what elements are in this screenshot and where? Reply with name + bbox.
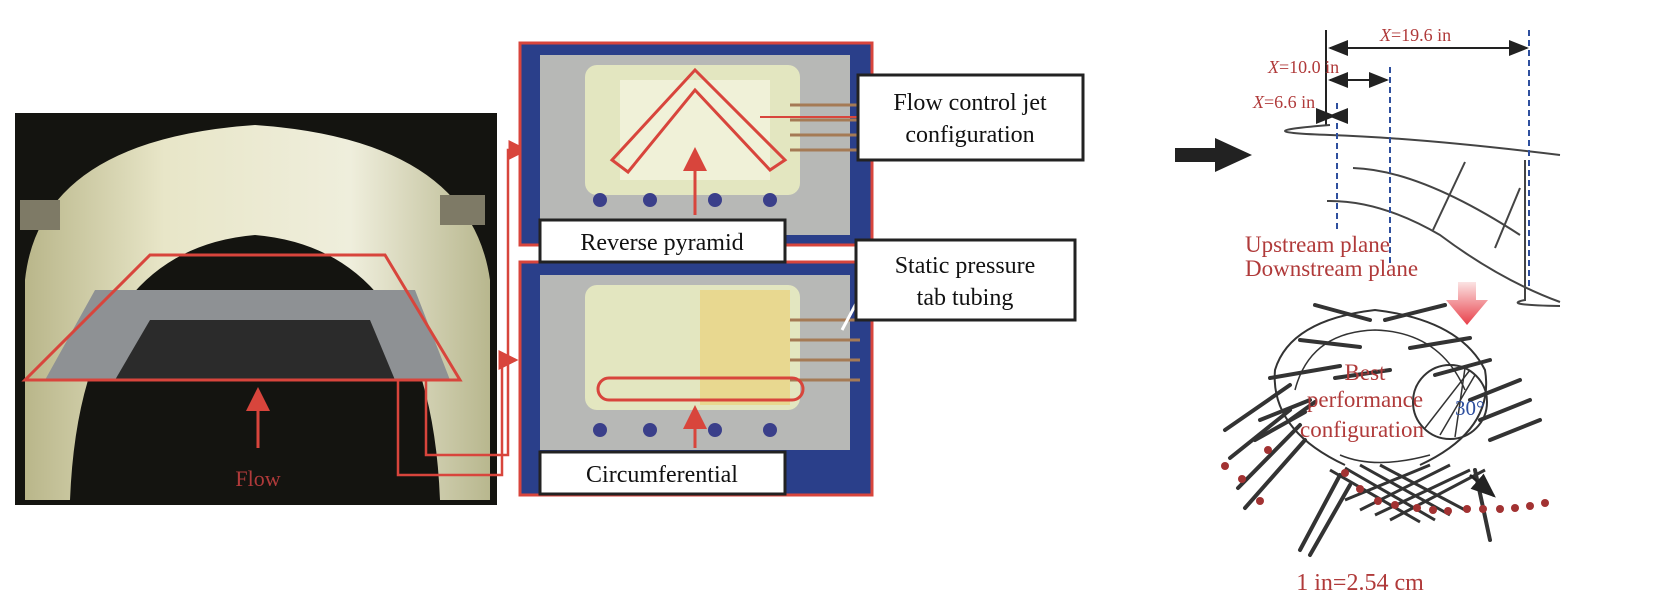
static-pressure-callout: Static pressure tab tubing — [854, 238, 1077, 322]
inlet-duct-photo — [15, 113, 497, 505]
best-label-line2: performance — [1307, 387, 1423, 412]
upstream-plane-label: Upstream plane — [1245, 232, 1390, 257]
best-config-pointer — [1469, 473, 1496, 498]
section-view-arrow — [1446, 282, 1488, 325]
inlet-outline — [21, 253, 463, 382]
pyramid-jet-outline — [609, 67, 788, 175]
angle-detail-circle — [1412, 364, 1488, 440]
jet-location-dots — [1221, 446, 1549, 515]
downstream-plane-label: Downstream plane — [1245, 256, 1418, 281]
dim-far-label: X=19.6 in — [1379, 25, 1451, 45]
dimension-arrows — [1316, 40, 1529, 124]
svg-text:Reverse pyramid: Reverse pyramid — [580, 230, 743, 256]
svg-text:Flow control jet: Flow control jet — [893, 90, 1047, 116]
scale-label: 1 in=2.54 cm — [1296, 570, 1424, 596]
flow-label: Flow — [235, 466, 280, 491]
circumferential-label-box: Circumferential — [538, 450, 787, 496]
measurement-planes — [1336, 30, 1530, 290]
dim-near-label: X=6.6 in — [1252, 92, 1315, 112]
best-label-line1: Best — [1345, 360, 1387, 385]
best-label-line3: configuration — [1300, 417, 1424, 442]
flow-control-jet-callout: Flow control jet configuration — [856, 73, 1085, 162]
circumferential-jet-outline — [596, 376, 805, 402]
svg-text:tab tubing: tab tubing — [917, 285, 1014, 311]
dim-mid-label: X=10.0 in — [1267, 57, 1339, 77]
reverse-pyramid-label-box: Reverse pyramid — [538, 218, 787, 264]
flow-direction-arrow — [1175, 138, 1252, 172]
connector-to-circumferential — [396, 350, 519, 477]
duct-cross-section — [1223, 303, 1542, 557]
svg-text:Static pressure: Static pressure — [895, 253, 1036, 279]
angle-label: 30° — [1455, 396, 1484, 420]
svg-text:Circumferential: Circumferential — [586, 462, 738, 488]
svg-text:configuration: configuration — [905, 122, 1034, 148]
connector-to-reverse-pyramid — [424, 140, 529, 457]
